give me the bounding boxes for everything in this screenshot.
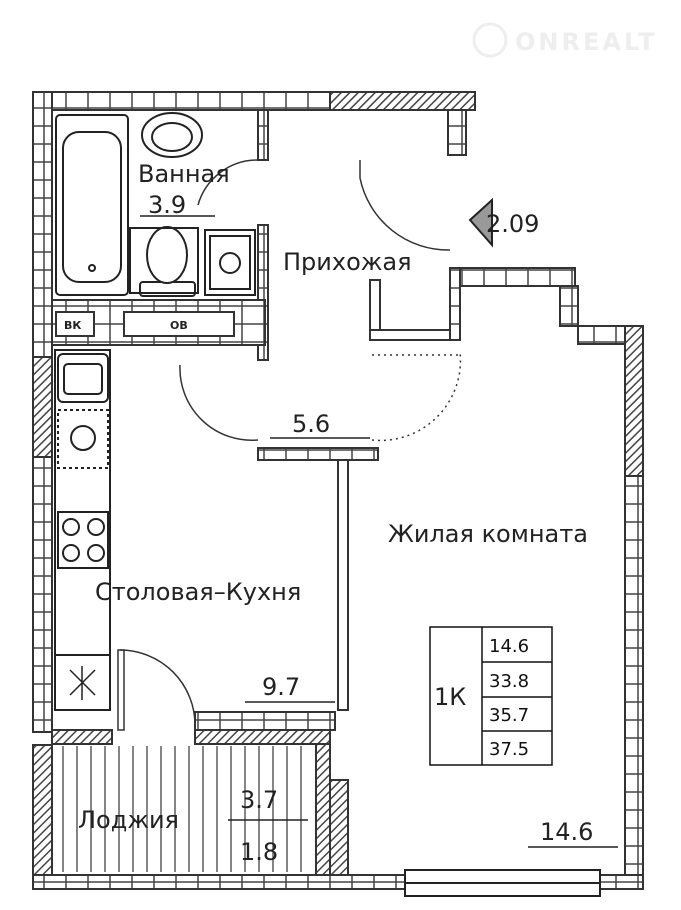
- watermark-text: ONREALT: [515, 28, 658, 56]
- apartment-type: 1К: [434, 683, 466, 711]
- entrance-height: 2.09: [486, 210, 539, 238]
- living-room-name: Жилая комната: [388, 520, 588, 548]
- loggia-floor: [55, 746, 313, 872]
- shaft-strip: ВК ОВ: [55, 311, 235, 337]
- doors: [117, 159, 462, 731]
- loggia-name: Лоджия: [78, 806, 179, 834]
- watermark-logo: ONREALT: [472, 22, 658, 58]
- living-area-value: 14.6: [489, 636, 529, 657]
- total-with-loggia-value: 35.7: [489, 705, 529, 726]
- toilet-icon: [129, 226, 199, 297]
- kitchen-area: 9.7: [262, 673, 300, 701]
- bathroom-area: 3.9: [148, 191, 186, 219]
- total-full-value: 37.5: [489, 739, 529, 760]
- total-area-value: 33.8: [489, 671, 529, 692]
- hallway-name: Прихожая: [283, 248, 412, 276]
- area-summary-table: 1К 14.6 33.8 35.7 37.5: [429, 626, 553, 766]
- shaft-water-label: ВК: [64, 319, 81, 332]
- shaft-vent-label: ОВ: [170, 319, 188, 332]
- washing-machine-icon: [204, 229, 256, 296]
- living-room-area: 14.6: [540, 818, 593, 846]
- loggia-area-reduced: 1.8: [240, 838, 278, 866]
- hallway-area: 5.6: [292, 410, 330, 438]
- sink-icon: [141, 112, 203, 158]
- entrance-arrow-icon: [468, 197, 493, 248]
- bathroom-name: Ванная: [138, 160, 230, 188]
- kitchen-name: Столовая–Кухня: [95, 578, 301, 606]
- loggia-area-full: 3.7: [240, 786, 278, 814]
- window: [404, 869, 601, 897]
- walls: [32, 91, 644, 890]
- kitchen-counter: [54, 349, 111, 711]
- bathtub-icon: [55, 114, 129, 296]
